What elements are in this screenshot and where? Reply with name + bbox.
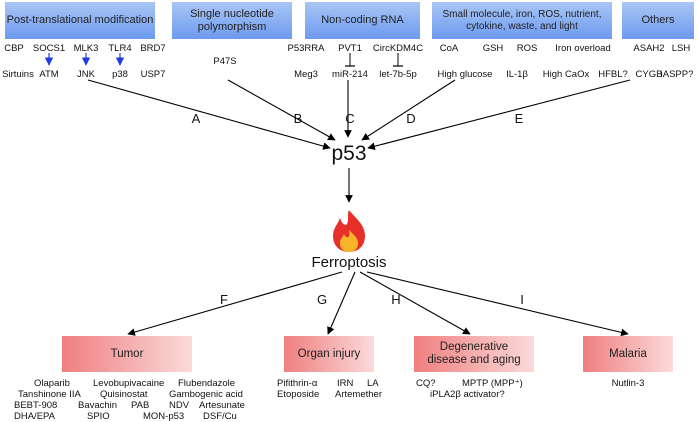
- ptm-item: SOCS1: [32, 43, 66, 54]
- tumor-drug: PAB: [131, 400, 150, 411]
- degenerative-title: Degenerative disease and aging: [427, 341, 521, 366]
- malaria-box: Malaria: [583, 336, 673, 372]
- small-molecule-item: HFBL?: [598, 69, 628, 80]
- edge-i: [366, 271, 629, 337]
- edge-e: [367, 79, 631, 150]
- tumor-drug: Flubendazole: [178, 378, 236, 389]
- edge-d: [361, 79, 456, 141]
- ptm-item: JNK: [77, 69, 95, 80]
- ncrna-item: Meg3: [294, 69, 318, 80]
- ptm-item: Sirtuins: [2, 69, 34, 80]
- edge-label-b: B: [293, 111, 303, 126]
- organ-injury-drug: LA: [367, 378, 379, 389]
- ptm-item: ATM: [39, 69, 59, 80]
- tumor-drug: NDV: [169, 400, 190, 411]
- tumor-box: Tumor: [62, 336, 192, 372]
- tumor-drug: MON-p53: [143, 411, 185, 422]
- small-molecule-box: Small molecule, iron, ROS, nutrient, cyt…: [432, 2, 612, 39]
- small-molecule-item: IL-1β: [506, 69, 528, 80]
- tumor-drug: DSF/Cu: [203, 411, 237, 422]
- tumor-drug: SPIO: [87, 411, 110, 422]
- edge-f: [127, 271, 343, 336]
- small-molecule-item: CoA: [439, 43, 459, 54]
- others-title: Others: [641, 14, 675, 26]
- others-item: ASAH2: [633, 43, 665, 54]
- edge-g: [327, 271, 356, 335]
- small-molecule-item: High CaOx: [542, 69, 590, 80]
- organ-injury-drug: Pifithrin-α: [277, 378, 318, 389]
- edge-label-h: H: [391, 292, 401, 307]
- small-molecule-item: High glucose: [437, 69, 493, 80]
- ncrna-item: let-7b-5p: [379, 69, 417, 80]
- others-item: LSH: [671, 43, 691, 54]
- ncrna-box: Non-coding RNA: [305, 2, 420, 39]
- small-molecule-item: GSH: [482, 43, 504, 54]
- others-box: Others: [622, 2, 694, 39]
- tumor-drug: Levobupivacaine: [93, 378, 165, 389]
- tumor-drug: Olaparib: [34, 378, 70, 389]
- ptm-item: BRD7: [140, 43, 166, 54]
- edge-a: [87, 79, 331, 150]
- tumor-drug: Quisinostat: [100, 389, 148, 400]
- p53-node: p53: [331, 142, 367, 165]
- snp-box: Single nucleotide polymorphism: [172, 2, 292, 39]
- edge-label-f: F: [220, 292, 228, 307]
- edge-label-d: D: [406, 111, 416, 126]
- others-item: iASPP?: [660, 69, 694, 80]
- ncrna-item: miR-214: [332, 69, 368, 80]
- others-item: CYGB: [635, 69, 663, 80]
- snp-item: P47S: [213, 56, 237, 67]
- organ-injury-box: Organ injury: [284, 336, 374, 372]
- tumor-drug: DHA/EPA: [14, 411, 56, 422]
- ncrna-item: P53RRA: [287, 43, 325, 54]
- ptm-item: p38: [112, 69, 128, 80]
- tumor-drug: BEBT-908: [14, 400, 58, 411]
- ferroptosis-node: Ferroptosis: [311, 254, 387, 271]
- edge-label-g: G: [316, 292, 328, 307]
- ptm-item: USP7: [140, 69, 166, 80]
- ptm-box: Post-translational modification: [5, 2, 155, 39]
- tumor-drug: Artesunate: [199, 400, 245, 411]
- ptm-item: CBP: [4, 43, 24, 54]
- edge-b: [227, 79, 336, 141]
- degenerative-drug: iPLA2β activator?: [430, 389, 505, 400]
- ptm-item: TLR4: [108, 43, 132, 54]
- edge-label-a: A: [191, 111, 201, 126]
- ptm-title: Post-translational modification: [6, 14, 154, 26]
- fire-icon: [333, 210, 365, 252]
- organ-injury-drug: IRN: [337, 378, 354, 389]
- edge-h: [359, 271, 471, 335]
- tumor-drug: Tanshinone IIA: [18, 389, 81, 400]
- malaria-drug: Nutlin-3: [611, 378, 645, 389]
- ptm-item: MLK3: [73, 43, 99, 54]
- snp-title: Single nucleotide polymorphism: [190, 7, 274, 33]
- organ-injury-drug: Artemether: [335, 389, 382, 400]
- small-molecule-item: Iron overload: [555, 43, 611, 54]
- tumor-drug: Bavachin: [78, 400, 118, 411]
- small-molecule-title: Small molecule, iron, ROS, nutrient, cyt…: [442, 8, 602, 32]
- tumor-drug: Gambogenic acid: [169, 389, 243, 400]
- ncrna-title: Non-coding RNA: [321, 14, 404, 26]
- degenerative-box: Degenerative disease and aging: [414, 336, 534, 372]
- edge-label-e: E: [514, 111, 524, 126]
- edge-label-i: I: [520, 292, 524, 307]
- edge-label-c: C: [345, 111, 355, 126]
- degenerative-drug: MPTP (MPP⁺): [462, 378, 523, 389]
- tumor-title: Tumor: [110, 347, 144, 360]
- organ-injury-title: Organ injury: [297, 347, 361, 360]
- malaria-title: Malaria: [609, 347, 647, 360]
- organ-injury-drug: Etoposide: [277, 389, 320, 400]
- ncrna-item: PVT1: [338, 43, 362, 54]
- degenerative-drug: CQ?: [416, 378, 436, 389]
- small-molecule-item: ROS: [516, 43, 538, 54]
- ncrna-item: CircKDM4C: [372, 43, 424, 54]
